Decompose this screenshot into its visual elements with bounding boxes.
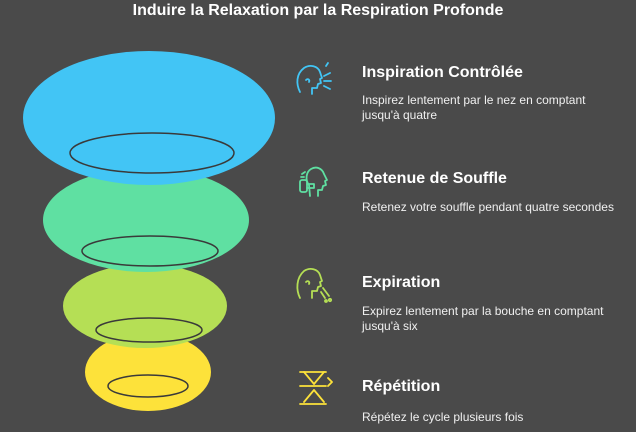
inhaler-head-icon: [299, 166, 328, 197]
funnel-layer-4-ring: [107, 374, 189, 398]
step-description: Expirez lentement par la bouche en compt…: [362, 304, 604, 333]
step-description: Retenez votre souffle pendant quatre sec…: [362, 200, 614, 214]
step-title: Retenue de Souffle: [362, 170, 507, 187]
funnel-layer-1-body: [23, 51, 275, 185]
funnel-layer-1-ring: [69, 132, 235, 174]
exhale-head-icon: [296, 268, 333, 303]
repeat-hourglass-icon: [299, 371, 333, 405]
funnel-layer-inspiration: [23, 51, 275, 185]
step-title: Inspiration Contrôlée: [362, 64, 523, 81]
funnel-layer-4-body: [85, 333, 211, 411]
step-description: Répétez le cycle plusieurs fois: [362, 410, 524, 424]
funnel-layer-retenue: [43, 168, 249, 272]
funnel-layer-repetition: [85, 333, 211, 411]
funnel-layer-2-ring: [81, 235, 219, 267]
step-title: Expiration: [362, 274, 441, 291]
funnel-layer-2-body: [43, 168, 249, 272]
funnel-diagram: [23, 51, 275, 411]
funnel-layer-3-body: [63, 264, 227, 348]
funnel-layer-expiration: [63, 264, 227, 348]
step-title: Répétition: [362, 378, 441, 395]
page-title: Induire la Relaxation par la Respiration…: [132, 2, 504, 19]
step-description: Inspirez lentement par le nez en comptan…: [362, 93, 586, 122]
inhale-head-icon: [296, 62, 332, 95]
funnel-layer-3-ring: [95, 317, 203, 343]
